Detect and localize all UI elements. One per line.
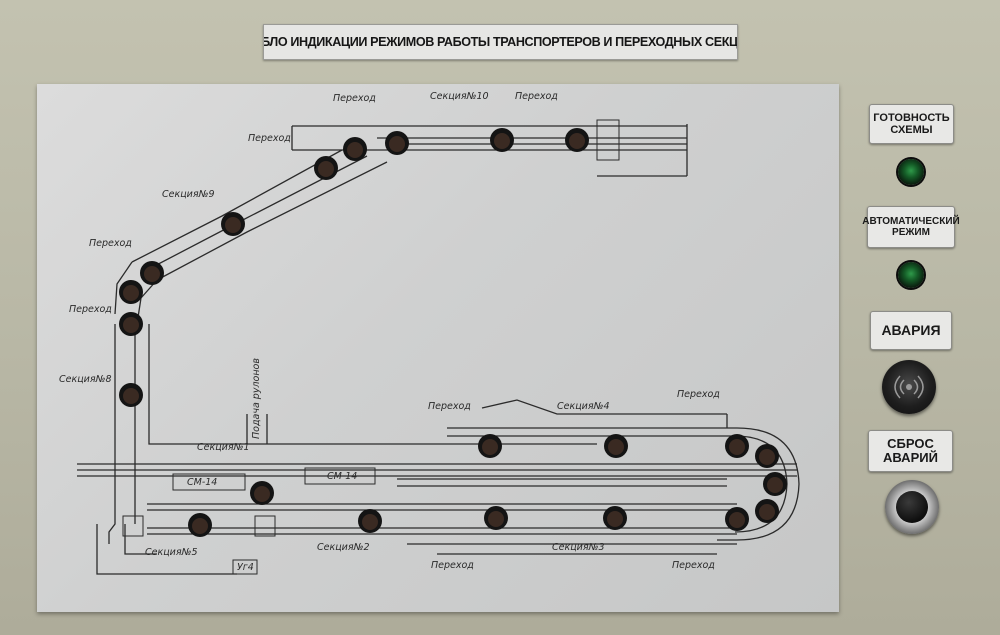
indicator-lamp bbox=[488, 511, 504, 527]
reset-button-cap[interactable] bbox=[896, 491, 928, 523]
equipment-boxes bbox=[122, 119, 620, 575]
label-perekhod-top-right: Переход bbox=[515, 91, 558, 102]
reset-label-plate: СБРОС АВАРИЙ bbox=[868, 430, 953, 472]
label-perekhod-left-lower: Переход bbox=[69, 304, 112, 315]
label-vertical-feed: Подача рулонов bbox=[251, 358, 262, 439]
indicator-lamp bbox=[254, 486, 270, 502]
indicator-lamp bbox=[482, 439, 498, 455]
alarm-label-plate: АВАРИЯ bbox=[870, 311, 952, 350]
indicator-lamp bbox=[389, 136, 405, 152]
indicator-lamp bbox=[729, 512, 745, 528]
auto-mode-indicator-lamp bbox=[898, 262, 924, 288]
ready-label-plate: ГОТОВНОСТЬ СХЕМЫ bbox=[869, 104, 954, 144]
label-section-4: Секция№4 bbox=[557, 401, 610, 412]
indicator-lamp bbox=[607, 511, 623, 527]
indicator-lamp bbox=[759, 449, 775, 465]
indicator-lamp bbox=[608, 439, 624, 455]
auto-mode-label-plate: АВТОМАТИЧЕСКИЙ РЕЖИМ bbox=[862, 206, 960, 248]
indicator-lamp bbox=[767, 477, 783, 493]
conveyor-lines bbox=[77, 124, 800, 575]
conveyor-scheme: Переход Секция№10 Переход Переход Секция… bbox=[59, 91, 800, 575]
label-section-8: Секция№8 bbox=[59, 374, 112, 385]
label-section-5: Секция№5 bbox=[145, 547, 198, 558]
ready-indicator-lamp bbox=[898, 159, 924, 185]
indicator-lamp bbox=[494, 133, 510, 149]
label-perekhod-middle: Переход bbox=[428, 401, 471, 412]
label-perekhod-top: Переход bbox=[333, 93, 376, 104]
label-section-9: Секция№9 bbox=[162, 189, 215, 200]
label-perekhod-upper-left: Переход bbox=[248, 133, 291, 144]
indicator-lamp bbox=[318, 161, 334, 177]
indicator-lamp bbox=[347, 142, 363, 158]
indicator-lamp bbox=[123, 317, 139, 333]
label-perekhod-bottom-right: Переход bbox=[672, 560, 715, 571]
label-box: Уг4 bbox=[237, 562, 254, 573]
indicator-lamp bbox=[569, 133, 585, 149]
label-cm14-right: СМ-14 bbox=[327, 471, 357, 482]
panel-title: ТАБЛО ИНДИКАЦИИ РЕЖИМОВ РАБОТЫ ТРАНСПОРТ… bbox=[263, 24, 738, 60]
indicator-lamp bbox=[362, 514, 378, 530]
reset-alarms-button[interactable] bbox=[885, 480, 939, 534]
label-cm14-left: СМ-14 bbox=[187, 477, 217, 488]
indicator-lamps bbox=[119, 128, 787, 537]
mimic-diagram-board: Переход Секция№10 Переход Переход Секция… bbox=[37, 84, 839, 612]
label-perekhod-right: Переход bbox=[677, 389, 720, 400]
indicator-lamp bbox=[123, 285, 139, 301]
indicator-lamp bbox=[192, 518, 208, 534]
indicator-lamp bbox=[729, 439, 745, 455]
label-section-2: Секция№2 bbox=[317, 542, 370, 553]
label-perekhod-left: Переход bbox=[89, 238, 132, 249]
label-section-10: Секция№10 bbox=[430, 91, 489, 102]
indicator-lamp bbox=[144, 266, 160, 282]
label-perekhod-bottom: Переход bbox=[431, 560, 474, 571]
indicator-lamp bbox=[225, 217, 241, 233]
label-section-3: Секция№3 bbox=[552, 542, 605, 553]
alarm-siren-icon bbox=[882, 360, 936, 414]
indicator-lamp bbox=[123, 388, 139, 404]
indicator-lamp bbox=[759, 504, 775, 520]
label-section-1: Секция№1 bbox=[197, 442, 250, 453]
